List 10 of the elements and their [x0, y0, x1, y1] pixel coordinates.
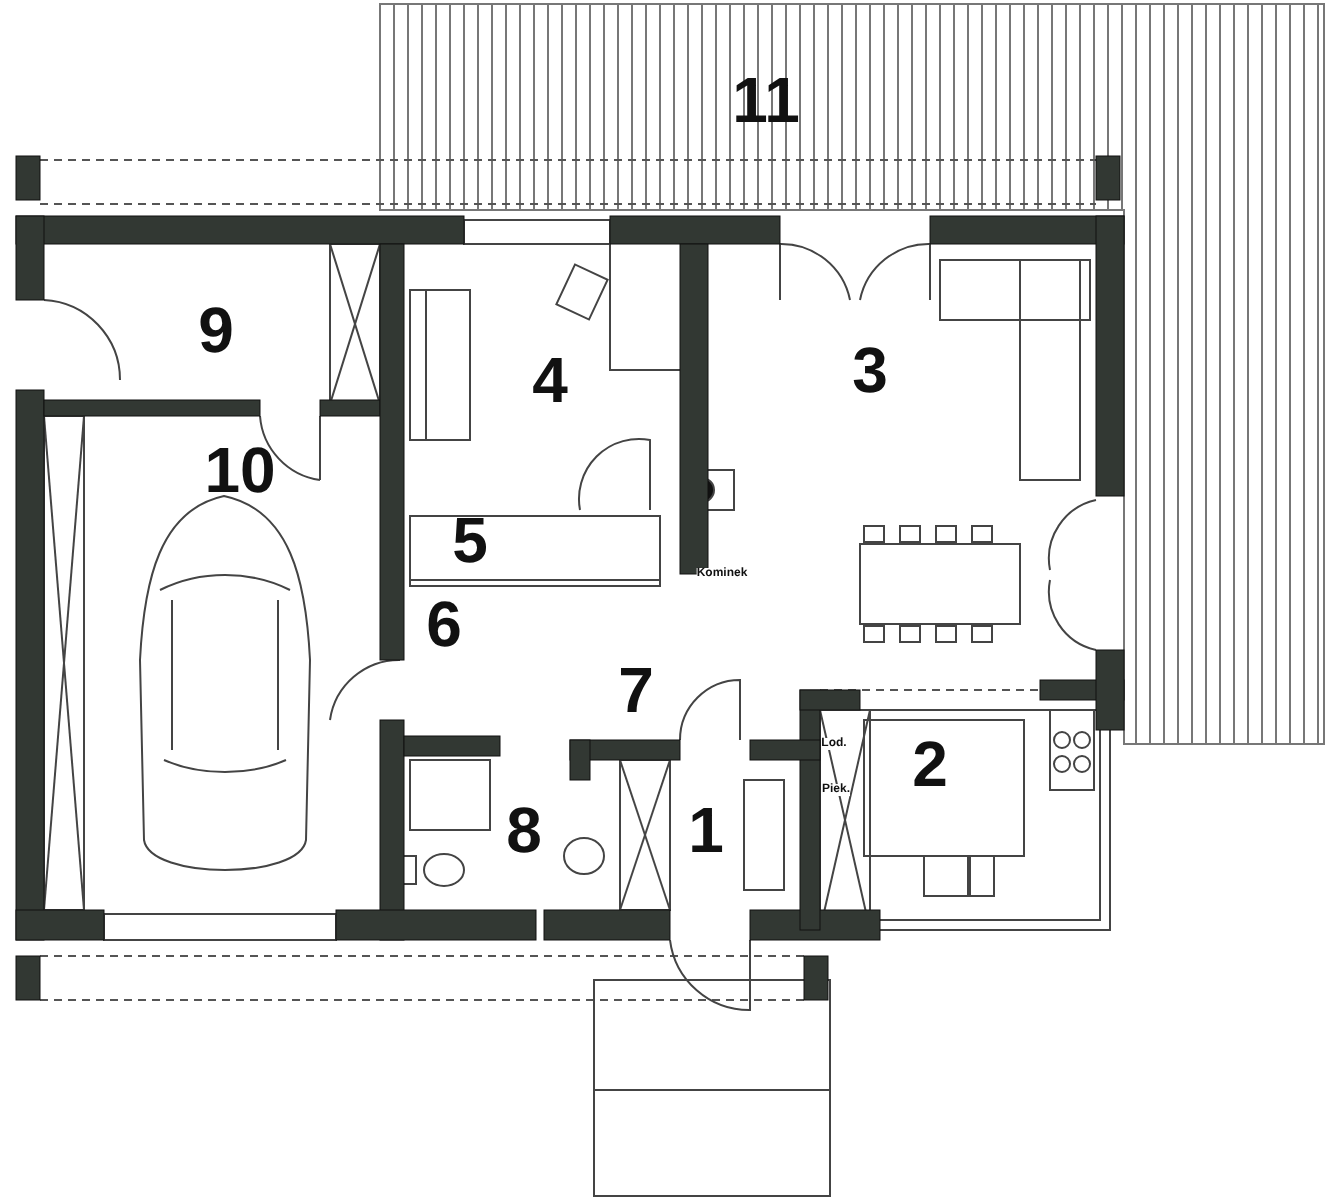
room-number: 5	[452, 508, 488, 572]
room-number: 7	[618, 658, 654, 722]
room-number: 3	[852, 338, 888, 402]
room-number: 8	[506, 798, 542, 862]
room-number: 10	[204, 438, 276, 502]
room-number: 2	[912, 732, 948, 796]
room-number: 9	[198, 298, 234, 362]
room-number: 6	[426, 592, 462, 656]
room-number: 1	[688, 798, 724, 862]
room-number: 4	[532, 348, 568, 412]
